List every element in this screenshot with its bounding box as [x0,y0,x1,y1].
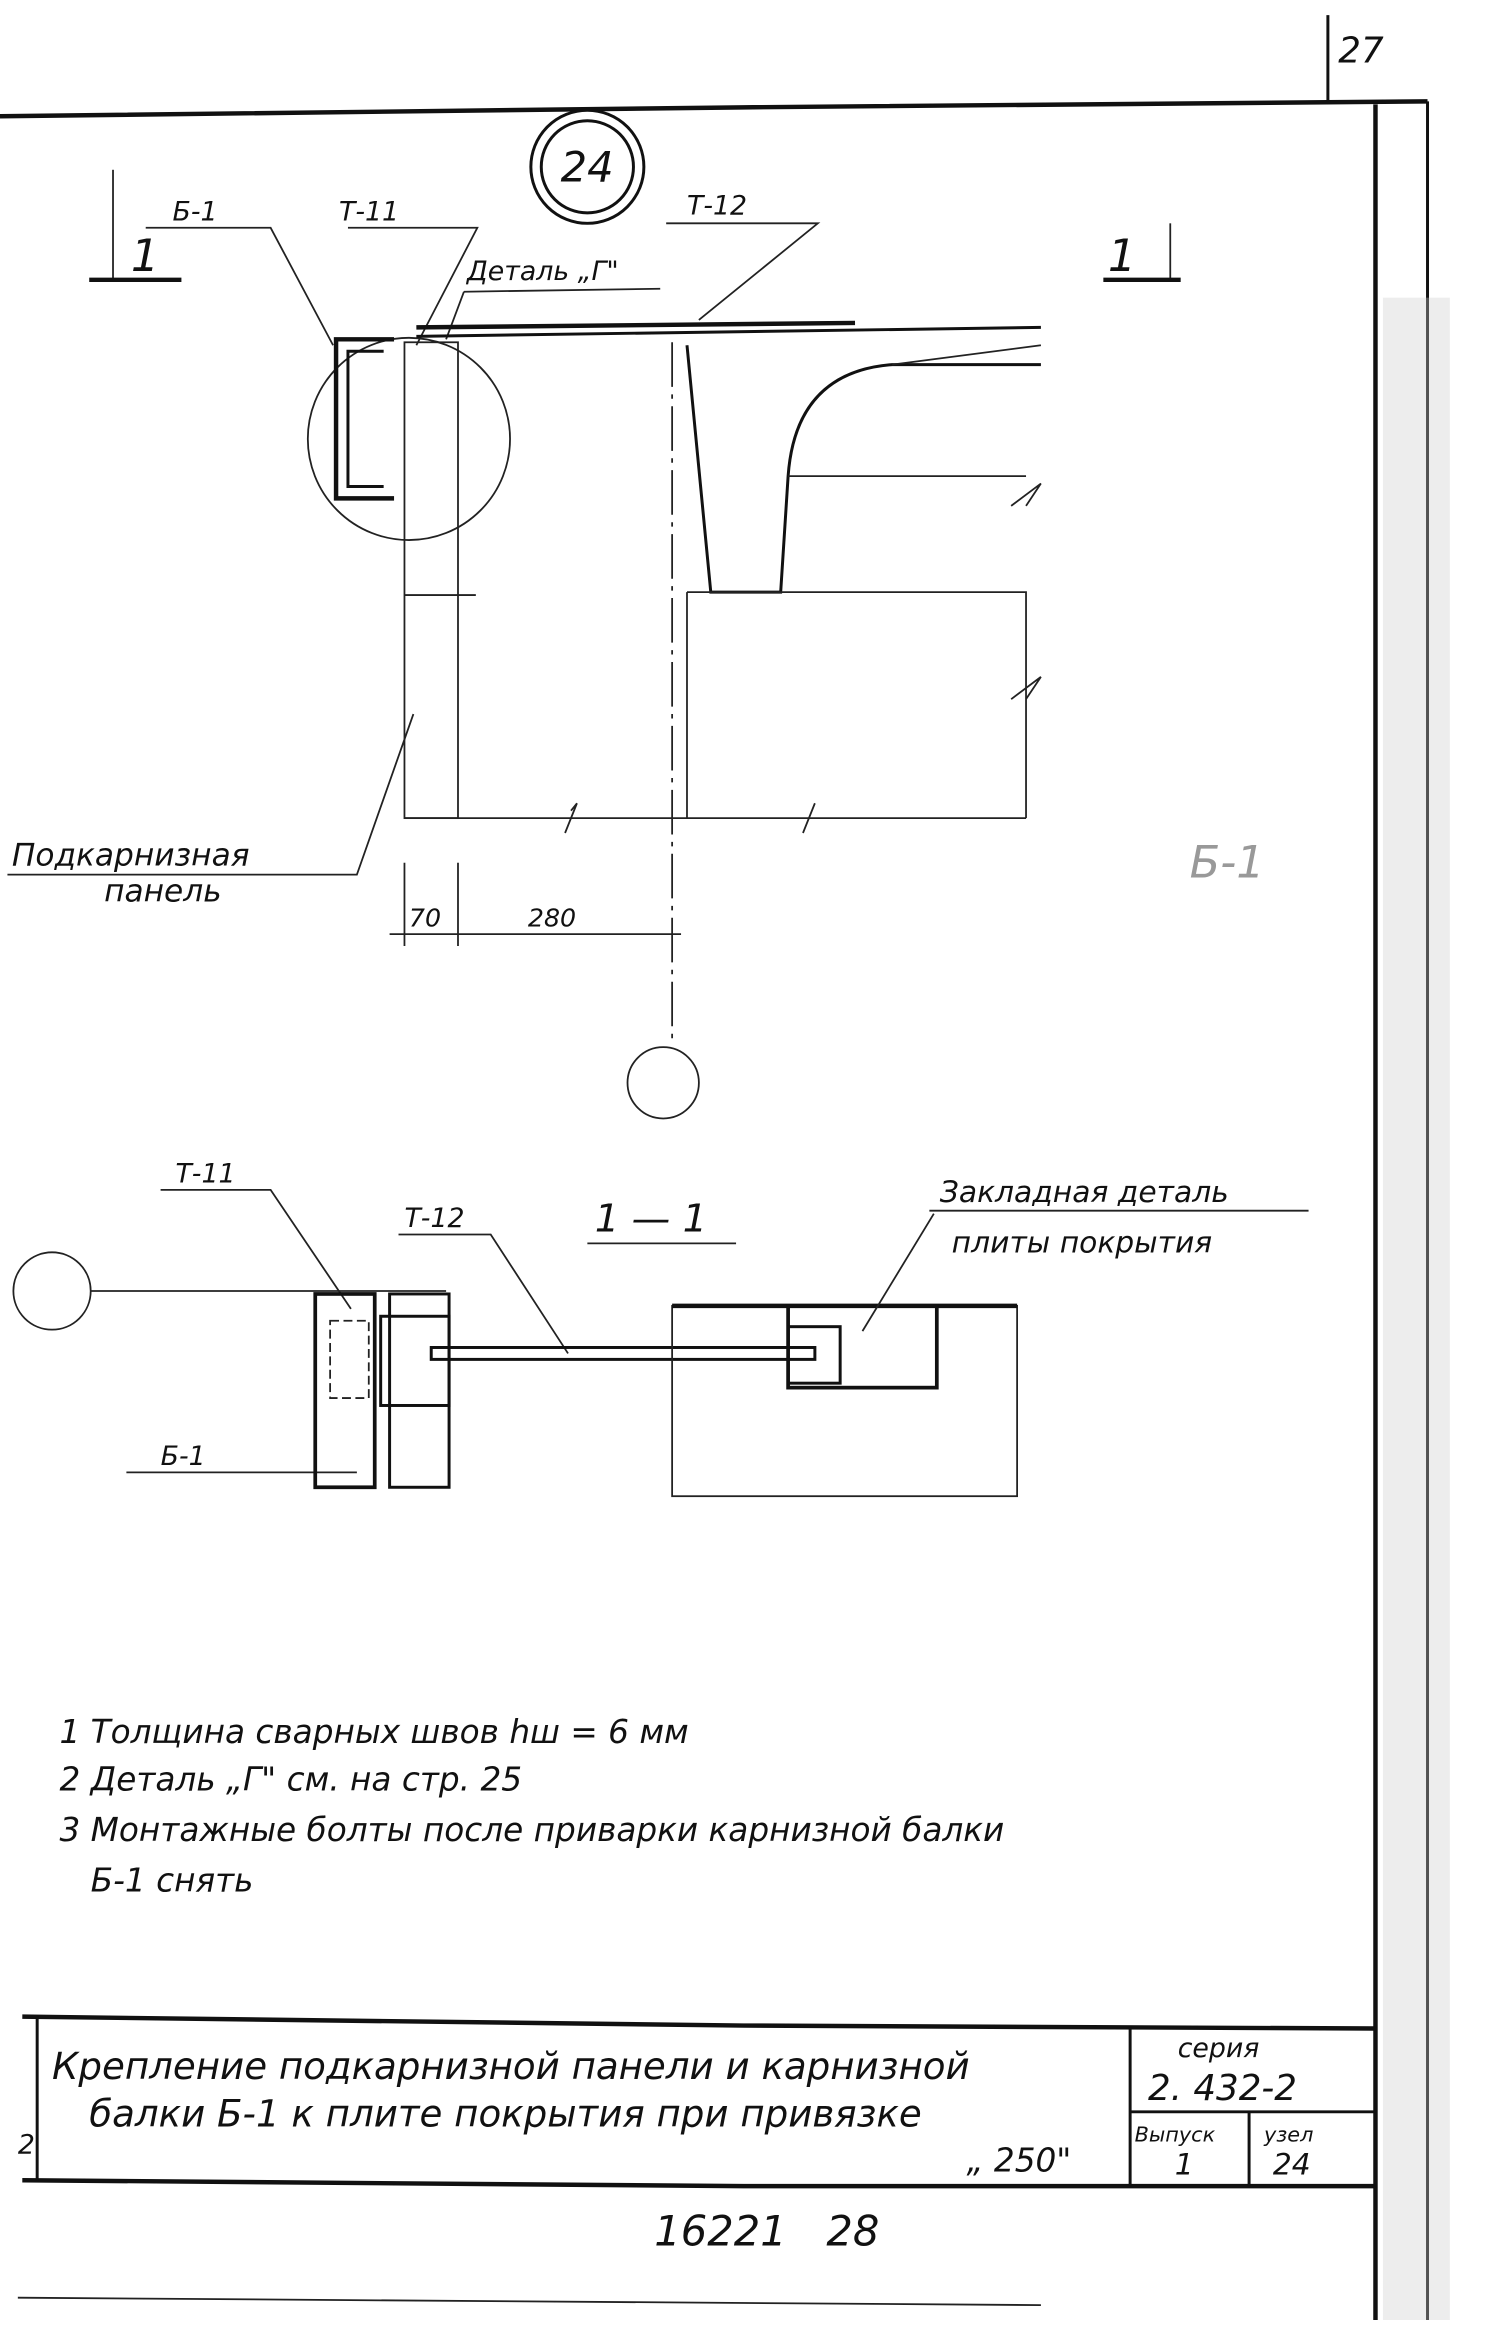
dim-280: 280 [528,904,576,933]
scan-edge-shading [1382,297,1450,2320]
section-mark-left: 1 [131,230,159,282]
node-marker-number: 24 [561,143,614,192]
series-value: 2. 432-2 [1148,2068,1297,2109]
node-value: 24 [1273,2147,1311,2182]
title-line1: Крепление подкарнизной панели и карнизно… [52,2044,970,2088]
section-view: 1 — 1 Т-11 Т-12 Б-1 Закладная деталь пли… [12,1158,1309,1498]
note-2: 2 Деталь „Г" см. на стр. 25 [59,1761,522,1799]
section-label-t11: Т-11 [175,1158,235,1189]
label-t12: Т-12 [687,190,747,221]
pencil-note: Б-1 [1190,837,1265,889]
plan-view: 1 1 Б-1 Т-11 Т-12 Деталь „Г" [7,169,1265,1120]
page-number-box: 27 [1338,31,1384,72]
title-line3: „ 250" [967,2141,1072,2179]
sheet-frame [0,15,1430,2320]
label-detail: Деталь „Г" [466,256,619,287]
note-3: 3 Монтажные болты после приварки карнизн… [59,1811,1004,1849]
node-label: узел [1263,2123,1313,2147]
axis-bubble [626,1046,700,1120]
notes: 1 Толщина сварных швов hш = 6 мм 2 Детал… [59,1713,1004,1900]
title-block: Крепление подкарнизной панели и карнизно… [18,2014,1376,2189]
section-label-b1: Б-1 [161,1441,206,1472]
embed-label-line1: Закладная деталь [940,1175,1229,1210]
side-mark: 2 [18,2129,35,2160]
panel-label-line2: панель [104,873,222,909]
label-t11: Т-11 [339,196,399,227]
label-b1: Б-1 [172,196,217,227]
page-number: 27 [1338,31,1384,72]
title-line2: балки Б-1 к плите покрытия при привязке [89,2092,921,2136]
section-mark-right: 1 [1108,230,1136,282]
section-label-t12: Т-12 [404,1203,464,1234]
section-title: 1 — 1 [595,1197,707,1242]
issue-label: Выпуск [1135,2123,1216,2147]
footer-number: 16221 28 [654,2207,879,2256]
note-1: 1 Толщина сварных швов hш = 6 мм [59,1713,688,1751]
axis-bubble-section [12,1251,92,1331]
series-label: серия [1178,2033,1260,2064]
issue-value: 1 [1175,2147,1194,2182]
embed-label-line2: плиты покрытия [952,1225,1212,1260]
note-3-cont: Б-1 снять [59,1862,253,1900]
dim-70: 70 [409,904,441,933]
panel-label-line1: Подкарнизная [12,838,250,874]
node-marker: 24 [529,108,646,225]
